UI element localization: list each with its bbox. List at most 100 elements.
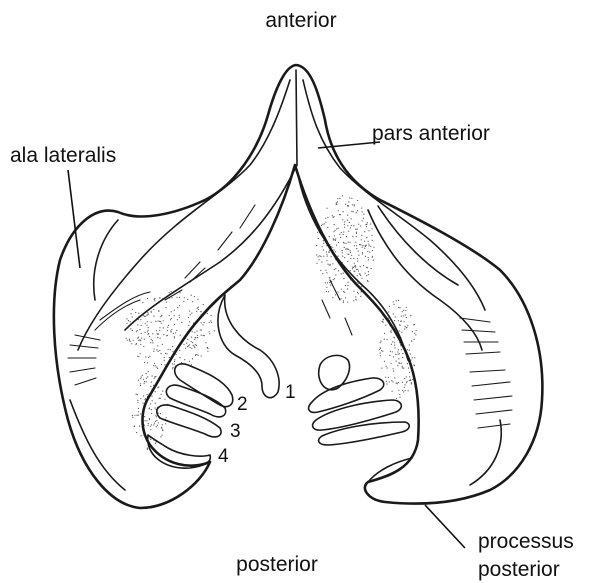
- stipple-dot: [356, 245, 357, 246]
- stipple-dot: [214, 330, 215, 331]
- stipple-dot: [144, 339, 145, 340]
- stipple-dot: [332, 215, 333, 216]
- stipple-dot: [189, 361, 190, 362]
- stipple-dot: [334, 230, 335, 231]
- stipple-dot: [148, 371, 149, 372]
- stipple-dot: [392, 391, 393, 392]
- stipple-dot: [406, 327, 407, 328]
- stipple-dot: [402, 367, 403, 368]
- stipple-dot: [165, 423, 166, 424]
- stipple-dot: [338, 228, 339, 229]
- stipple-dot: [130, 321, 131, 322]
- stipple-dot: [153, 385, 154, 386]
- stipple-dot: [171, 311, 172, 312]
- stipple-dot: [353, 291, 354, 292]
- stipple-dot: [333, 217, 334, 218]
- stipple-dot: [398, 382, 399, 383]
- stipple-dot: [322, 246, 323, 247]
- stipple-dot: [150, 342, 151, 343]
- stipple-dot: [406, 317, 407, 318]
- stipple-dot: [140, 353, 141, 354]
- stipple-dot: [387, 367, 388, 368]
- stipple-dot: [391, 330, 392, 331]
- stipple-dot: [140, 319, 141, 320]
- stipple-dot: [362, 253, 363, 254]
- stipple-dot: [197, 308, 198, 309]
- stipple-dot: [327, 256, 328, 257]
- stipple-dot: [380, 342, 381, 343]
- stipple-dot: [398, 307, 399, 308]
- stipple-dot: [191, 337, 192, 338]
- stipple-dot: [330, 284, 331, 285]
- stipple-dot: [365, 256, 366, 257]
- stipple-dot: [133, 340, 134, 341]
- stipple-dot: [344, 224, 345, 225]
- stipple-dot: [333, 279, 334, 280]
- stipple-dot: [154, 376, 155, 377]
- stipple-dot: [170, 319, 171, 320]
- stipple-dot: [398, 300, 399, 301]
- stipple-dot: [179, 315, 180, 316]
- stipple-dot: [347, 282, 348, 283]
- stipple-dot: [385, 325, 386, 326]
- stipple-dot: [360, 275, 361, 276]
- stipple-dot: [189, 347, 190, 348]
- stipple-dot: [158, 422, 159, 423]
- stipple-dot: [166, 353, 167, 354]
- stipple-dot: [362, 247, 363, 248]
- stipple-dot: [404, 387, 405, 388]
- stipple-dot: [409, 350, 410, 351]
- label-anterior: anterior: [265, 9, 336, 32]
- stipple-dot: [332, 247, 333, 248]
- stipple-dot: [386, 366, 387, 367]
- stipple-dot: [189, 344, 190, 345]
- stipple-dot: [351, 218, 352, 219]
- label-processus-line1: processus: [478, 530, 574, 553]
- stipple-dot: [354, 205, 355, 206]
- stipple-dot: [333, 231, 334, 232]
- stipple-dot: [368, 257, 369, 258]
- stipple-dot: [164, 364, 165, 365]
- stipple-dot: [344, 247, 345, 248]
- stipple-dot: [398, 362, 399, 363]
- stipple-dot: [194, 347, 195, 348]
- stipple-dot: [343, 291, 344, 292]
- stipple-dot: [156, 420, 157, 421]
- stipple-dot: [336, 245, 337, 246]
- stipple-dot: [174, 315, 175, 316]
- stipple-dot: [367, 281, 368, 282]
- stipple-dot: [166, 335, 167, 336]
- stipple-dot: [352, 204, 353, 205]
- stipple-dot: [347, 302, 348, 303]
- stipple-dot: [146, 381, 147, 382]
- stipple-dot: [166, 302, 167, 303]
- stipple-dot: [401, 332, 402, 333]
- stipple-dot: [409, 380, 410, 381]
- stipple-dot: [396, 383, 397, 384]
- stipple-dot: [399, 330, 400, 331]
- stipple-dot: [361, 286, 362, 287]
- stipple-dot: [398, 358, 399, 359]
- left-arm-dashes: [165, 205, 255, 300]
- stipple-dot: [392, 341, 393, 342]
- stipple-dot: [380, 341, 381, 342]
- stipple-dot: [412, 331, 413, 332]
- stipple-dot: [207, 313, 208, 314]
- stipple-dot: [393, 356, 394, 357]
- stipple-dot: [172, 351, 173, 352]
- stipple-dot: [172, 368, 173, 369]
- stipple-dot: [196, 354, 197, 355]
- stipple-dot: [155, 391, 156, 392]
- stipple-dot: [152, 340, 153, 341]
- stipple-dot: [153, 424, 154, 425]
- ala-ridges: [95, 292, 150, 330]
- stipple-dot: [137, 394, 138, 395]
- stipple-dot: [145, 356, 146, 357]
- stipple-dot: [144, 416, 145, 417]
- stipple-dot: [194, 332, 195, 333]
- stipple-dot: [343, 231, 344, 232]
- stipple-dot: [138, 415, 139, 416]
- stipple-dot: [144, 399, 145, 400]
- lobe-number-1: 1: [285, 382, 296, 403]
- stipple-dot: [134, 426, 135, 427]
